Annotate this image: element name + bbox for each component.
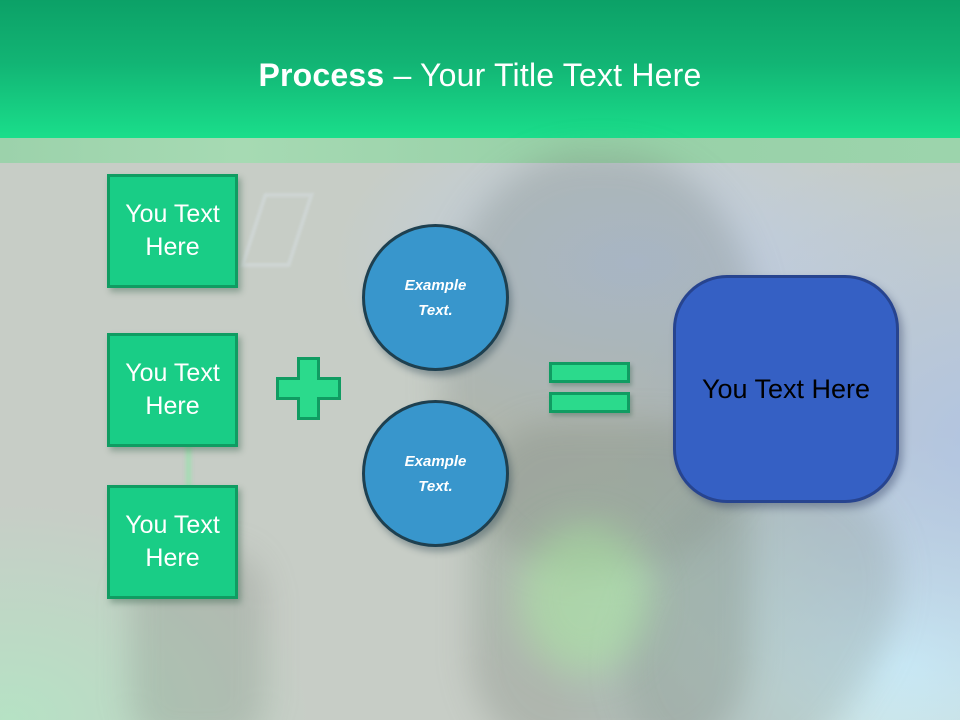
example-circle-1[interactable]: Example Text. [362,224,509,371]
example-circle-1-label: Example Text. [404,276,467,319]
result-box[interactable]: You Text Here [673,275,899,503]
slide-header: Process – Your Title Text Here [0,0,960,138]
equals-icon [549,362,630,413]
title-emphasis: Process [258,57,385,93]
title-rest: – Your Title Text Here [393,57,702,93]
plus-icon [276,357,341,420]
header-accent-band [0,138,960,163]
background-green-glow [520,523,650,673]
background-light-streak [186,431,191,506]
input-box-3[interactable]: You Text Here [107,485,238,599]
result-box-label: You Text Here [701,373,871,404]
input-box-1-label: You Text Here [125,200,220,261]
input-box-2[interactable]: You Text Here [107,333,238,447]
example-circle-2-label: Example Text. [404,452,467,495]
equals-bar-bottom [549,392,630,413]
input-box-1[interactable]: You Text Here [107,174,238,288]
background-highlight-shape [239,193,315,267]
equals-bar-top [549,362,630,383]
input-box-2-label: You Text Here [125,359,220,420]
page-title: Process – Your Title Text Here [0,57,960,94]
input-box-3-label: You Text Here [125,511,220,572]
example-circle-2[interactable]: Example Text. [362,400,509,547]
